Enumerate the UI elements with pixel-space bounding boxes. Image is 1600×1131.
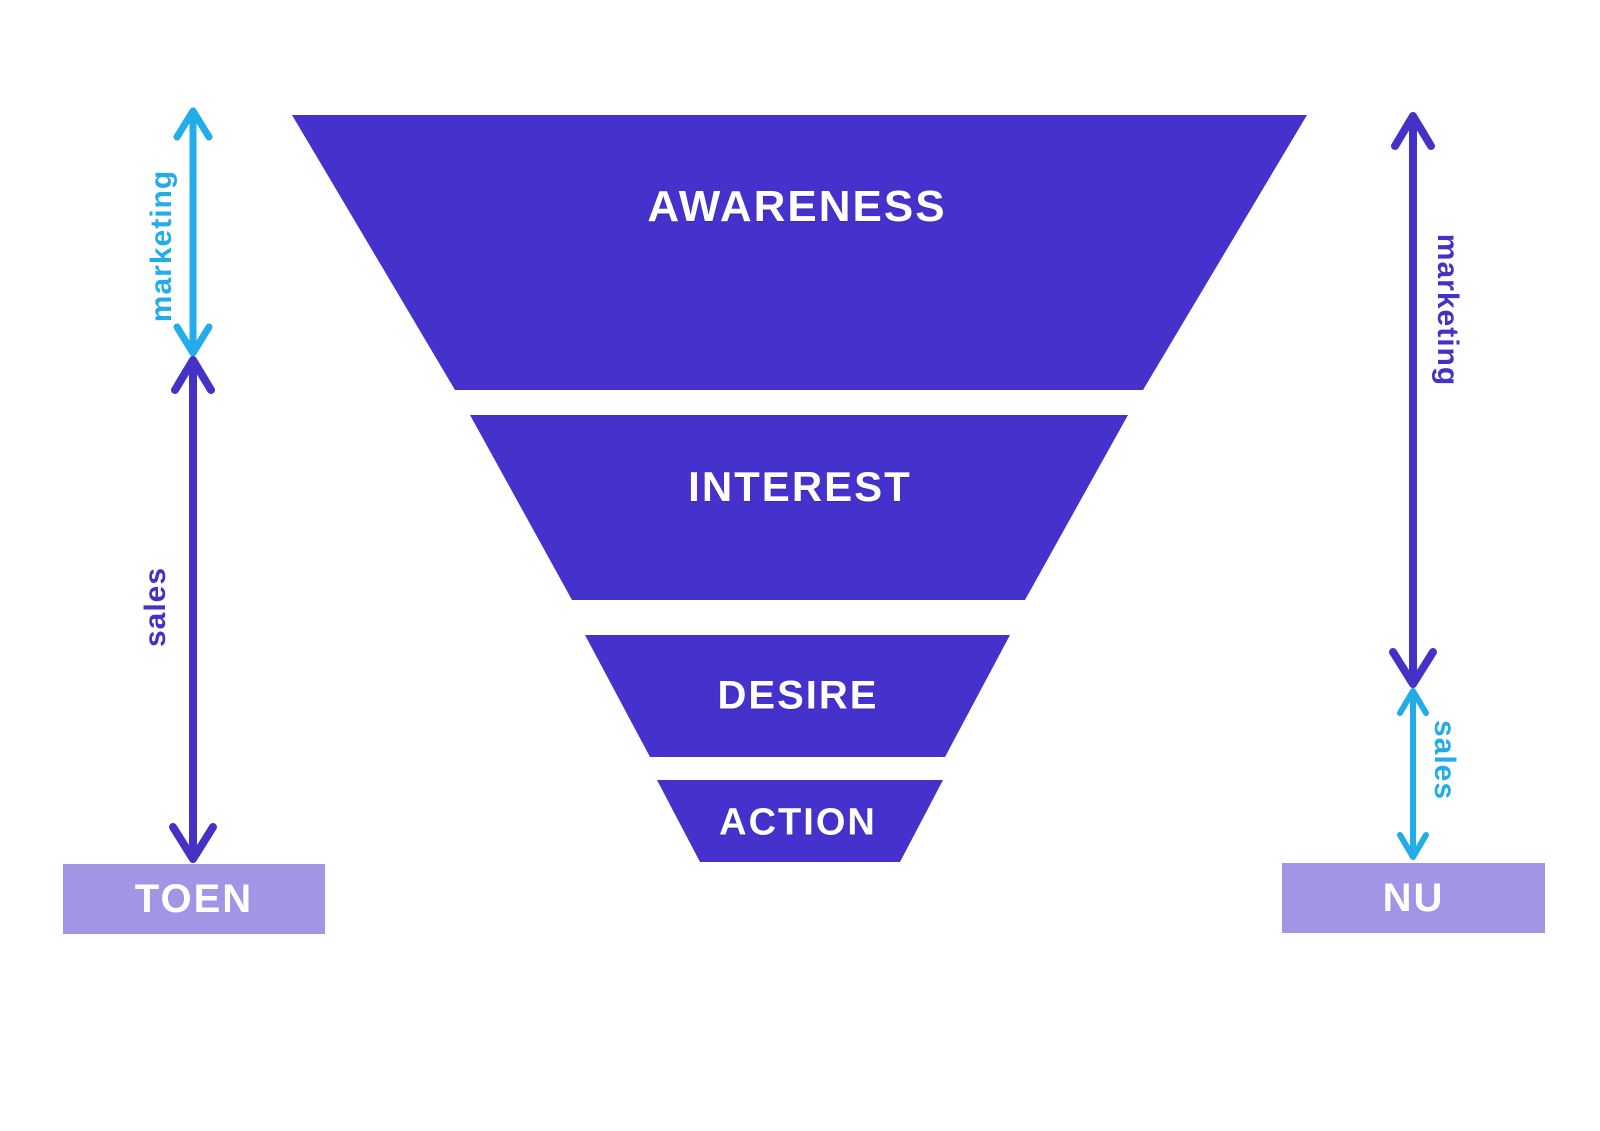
left-marketing-label: marketing xyxy=(145,169,178,323)
funnel-stage-interest-shape xyxy=(470,415,1128,600)
toen-box-label: TOEN xyxy=(134,876,254,921)
right-sales-label: sales xyxy=(1428,719,1461,801)
funnel-stage-awareness-shape xyxy=(292,115,1307,390)
funnel-stage-awareness-label: AWARENESS xyxy=(647,182,947,231)
funnel-stage-action-label: ACTION xyxy=(719,801,877,844)
left-marketing-arrow xyxy=(173,107,213,357)
right-marketing-label: marketing xyxy=(1431,233,1464,387)
funnel-stage-desire-shape xyxy=(585,635,1010,757)
toen-box: TOEN xyxy=(63,864,325,934)
funnel-stage-action-shape xyxy=(657,780,943,862)
left-sales-label: sales xyxy=(139,566,172,648)
nu-box-label: NU xyxy=(1382,875,1445,920)
right-marketing-arrow xyxy=(1389,112,1437,688)
right-sales-arrow xyxy=(1397,688,1429,860)
funnel-stage-interest-label: INTEREST xyxy=(688,463,912,510)
nu-box: NU xyxy=(1282,863,1545,933)
left-sales-arrow xyxy=(169,356,217,863)
funnel-stage-desire-label: DESIRE xyxy=(717,673,879,718)
